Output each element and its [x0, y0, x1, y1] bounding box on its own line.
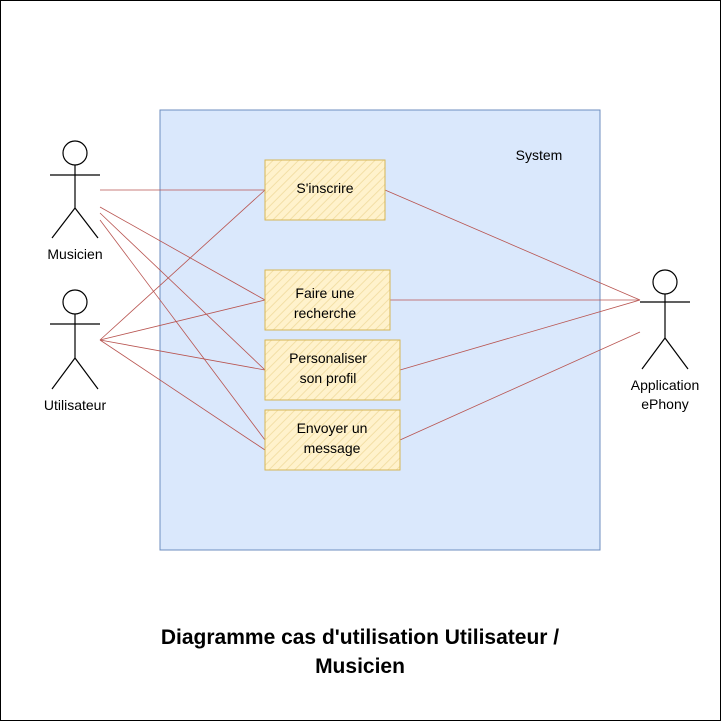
actor-utilisateur: Utilisateur — [44, 289, 107, 413]
use-case-message: Envoyer un message — [264, 409, 401, 471]
actor-utilisateur-label: Utilisateur — [44, 397, 107, 413]
actor-application: Application ePhony — [631, 269, 700, 412]
actor-musicien-label: Musicien — [47, 246, 102, 262]
actor-application-label-line2: ePhony — [641, 396, 688, 412]
diagram-title-line1: Diagramme cas d'utilisation Utilisateur … — [160, 626, 560, 649]
actor-musicien: Musicien — [47, 140, 103, 262]
use-case-inscrire: S'inscrire — [264, 159, 386, 221]
assoc-inscrire-app — [384, 189, 641, 301]
actor-musicien-icon — [50, 140, 100, 239]
associations — [99, 189, 641, 451]
use-case-inscrire-box — [264, 159, 386, 221]
use-case-message-label-line2: message — [304, 440, 361, 456]
use-case-recherche: Faire une recherche — [264, 269, 391, 331]
assoc-musicien-message — [99, 219, 266, 441]
use-case-profil-box — [264, 339, 401, 401]
use-case-recherche-box — [264, 269, 391, 331]
system-label: System — [516, 147, 563, 163]
use-case-message-label-line1: Envoyer un — [297, 420, 368, 436]
use-case-message-box — [264, 409, 401, 471]
actor-application-label-line1: Application — [631, 377, 700, 393]
use-case-inscrire-label: S'inscrire — [296, 180, 353, 196]
use-case-profil: Personaliser son profil — [264, 339, 401, 401]
use-case-recherche-label-line2: recherche — [294, 305, 356, 321]
assoc-utilisateur-recherche — [99, 299, 266, 341]
use-case-profil-label-line1: Personaliser — [289, 350, 367, 366]
diagram-title-line2: Musicien — [315, 655, 405, 678]
actor-application-icon — [640, 269, 690, 370]
assoc-utilisateur-profil — [99, 339, 266, 371]
actor-utilisateur-icon — [50, 289, 100, 390]
use-case-recherche-label-line1: Faire une — [295, 285, 354, 301]
assoc-musicien-recherche — [99, 206, 266, 301]
diagram-title: Diagramme cas d'utilisation Utilisateur … — [60, 623, 660, 681]
assoc-utilisateur-message — [99, 339, 266, 451]
use-case-profil-label-line2: son profil — [300, 370, 357, 386]
assoc-utilisateur-inscrire — [99, 189, 266, 341]
assoc-musicien-profil — [99, 212, 266, 371]
assoc-message-app — [399, 331, 641, 441]
assoc-profil-app — [399, 299, 641, 371]
